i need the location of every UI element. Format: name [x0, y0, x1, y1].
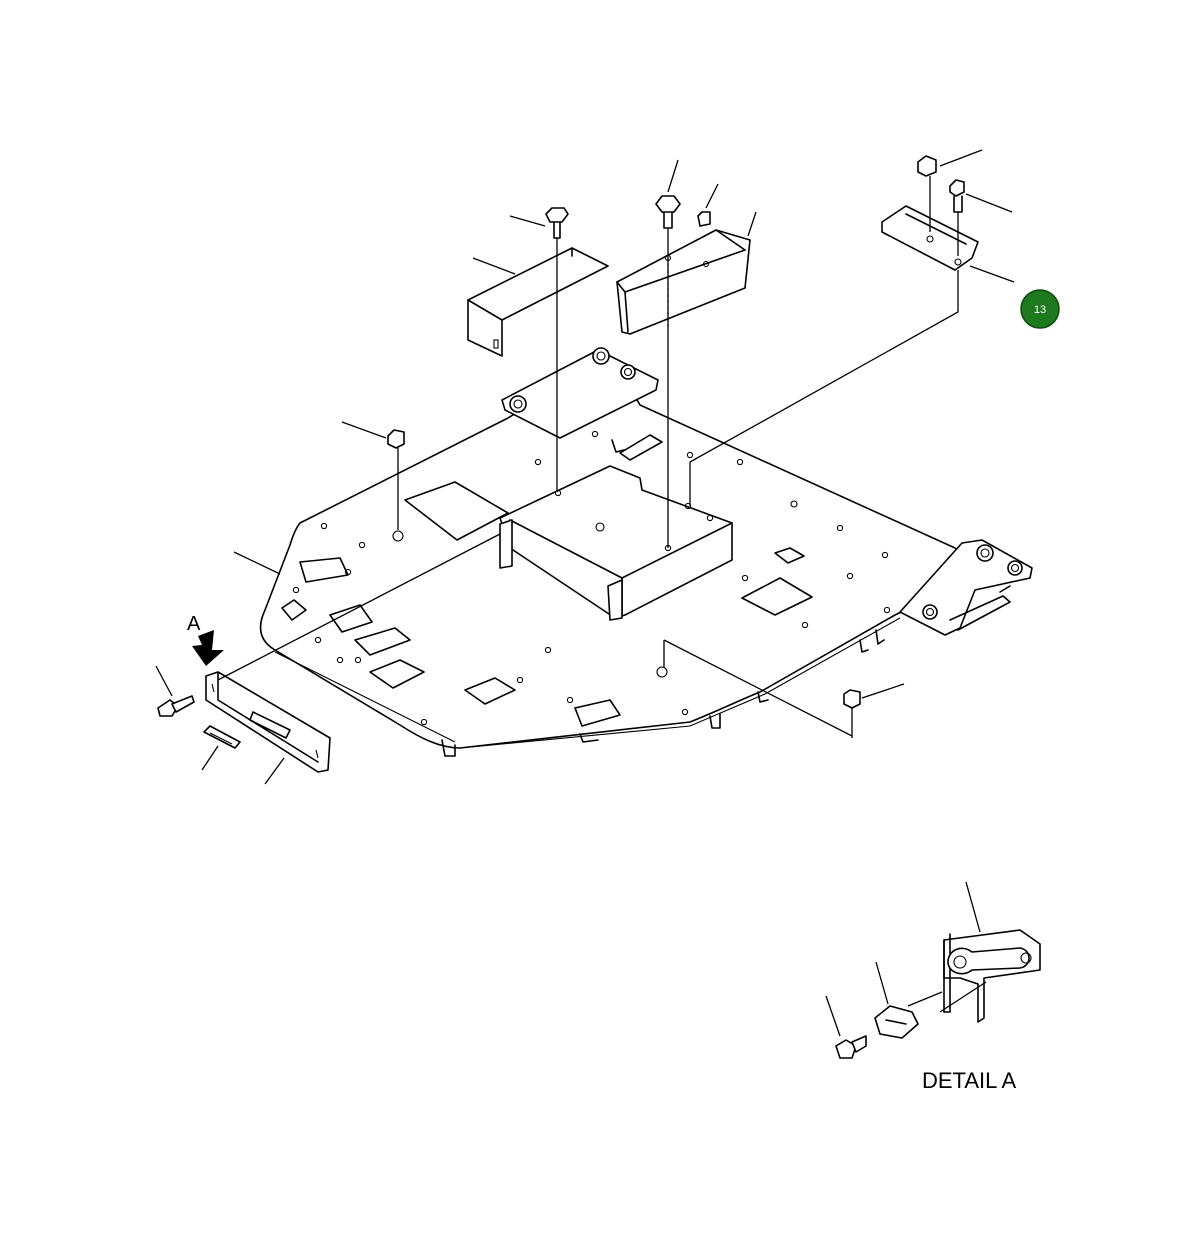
front-bolt: [157, 695, 195, 717]
view-arrow-a: A: [187, 613, 224, 666]
nut-right-bottom: [843, 689, 861, 709]
front-cover-plate: [205, 671, 331, 773]
detail-a: DETAIL A: [825, 881, 1041, 1093]
bolt-upper-center: [655, 195, 681, 229]
bolt-top-right: [949, 179, 965, 213]
assembly-guide-lines: [217, 176, 959, 738]
bolt-upper-left: [545, 207, 569, 239]
callout-leaders: [155, 149, 1015, 785]
upper-right-duct: [616, 229, 751, 335]
callout-number: 13: [1034, 304, 1046, 316]
view-letter: A: [187, 613, 201, 635]
slotted-shim: [203, 725, 241, 749]
detail-caption: DETAIL A: [922, 1068, 1016, 1093]
top-right-bracket: [881, 205, 979, 271]
upper-left-cover: [467, 247, 609, 357]
nut-upper-center: [697, 211, 711, 227]
center-box: [499, 465, 733, 621]
nut-left: [387, 429, 405, 449]
callout-badge[interactable]: 13: [1020, 289, 1060, 329]
nut-top-right: [917, 155, 937, 177]
